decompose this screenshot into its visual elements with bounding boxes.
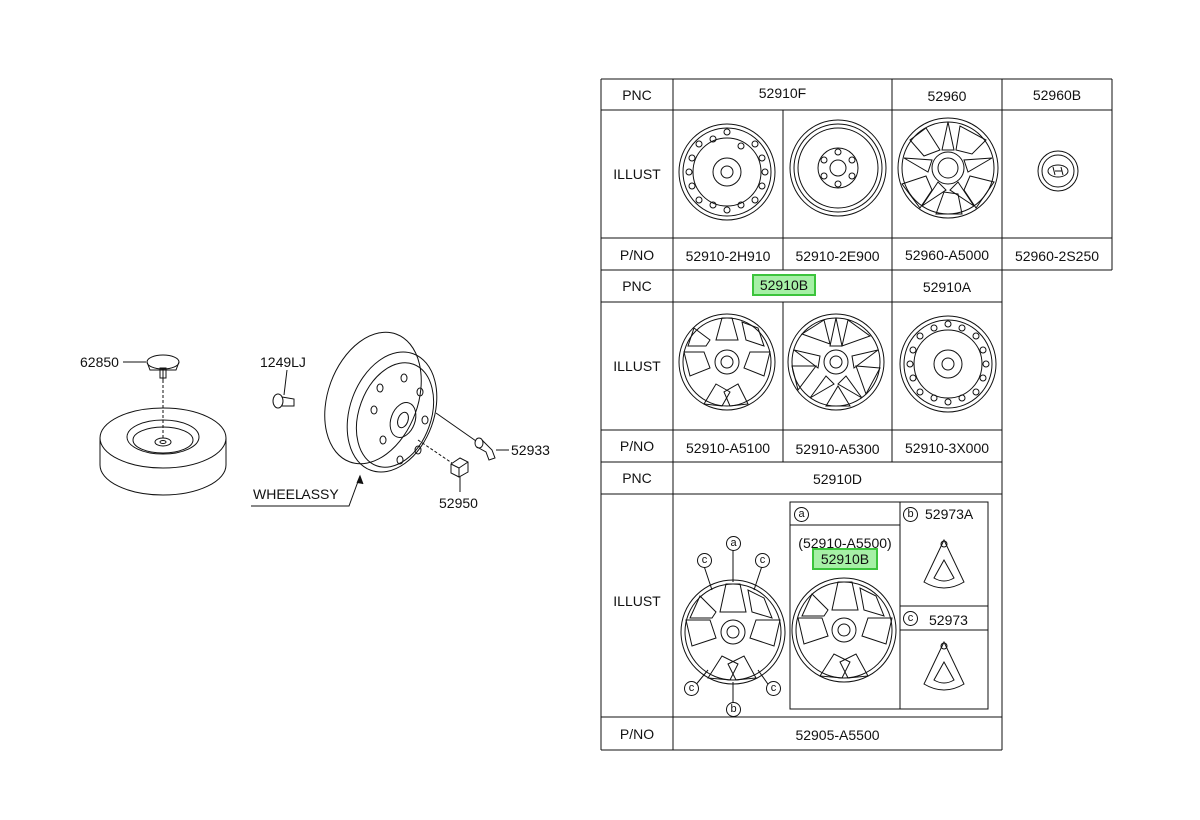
marker-c-top-right: c (755, 553, 770, 568)
callout-62850: 62850 (80, 354, 119, 370)
row-label-pnc-2: PNC (622, 278, 652, 294)
pnc-52960b[interactable]: 52960B (1032, 87, 1082, 103)
inner-label-a: a (794, 507, 809, 522)
callout-wheel-assy: WHEEL ASSY (253, 486, 339, 502)
balance-weight-52973 (923, 640, 965, 691)
wheel-illust-a5500-inner (791, 577, 897, 683)
pno-52910-a5100[interactable]: 52910-A5100 (685, 440, 771, 456)
row-label-pnc-1: PNC (622, 87, 652, 103)
callout-52933: 52933 (511, 442, 550, 458)
pno-52905-a5500[interactable]: 52905-A5500 (795, 727, 880, 743)
nut-drawing (417, 439, 469, 492)
valve-drawing (435, 412, 509, 461)
center-cap-illust-2s250 (1037, 150, 1079, 192)
pnc-52910f[interactable]: 52910F (758, 85, 807, 101)
wheel-illust-3x000 (899, 315, 997, 413)
row-label-illust-1: ILLUST (613, 166, 661, 182)
wheel-illust-a5100 (678, 313, 776, 411)
wheel-cover-illust-a5000 (897, 117, 999, 219)
callout-52950: 52950 (439, 495, 478, 511)
row-label-pno-3: P/NO (619, 726, 655, 742)
pnc-52910b-highlight[interactable]: 52910B (752, 274, 816, 296)
pno-52910-2h910[interactable]: 52910-2H910 (685, 248, 771, 264)
spare-tire-drawing (99, 380, 227, 496)
marker-c-bottom-right: c (766, 681, 781, 696)
pno-52910-2e900[interactable]: 52910-2E900 (795, 248, 880, 264)
row-label-pno-2: P/NO (619, 438, 655, 454)
wheel-assy-drawing (324, 331, 438, 473)
inner-part-52973a[interactable]: 52973A (925, 506, 974, 522)
pno-52960-2s250[interactable]: 52960-2S250 (1014, 248, 1100, 264)
pno-52960-a5000[interactable]: 52960-A5000 (904, 247, 990, 263)
inner-label-c: c (903, 611, 918, 626)
marker-a: a (726, 536, 741, 551)
row-label-pnc-3: PNC (622, 470, 652, 486)
inner-pnc-52910b-highlight[interactable]: 52910B (812, 548, 878, 570)
row-label-illust-2: ILLUST (613, 358, 661, 374)
callout-1249lj: 1249LJ (260, 354, 306, 370)
balance-weight-52973a (923, 538, 965, 589)
pnc-52960[interactable]: 52960 (927, 88, 967, 104)
row-label-pno-1: P/NO (619, 247, 655, 263)
pno-52910-a5300[interactable]: 52910-A5300 (795, 441, 880, 457)
inner-part-a5500[interactable]: (52910-A5500) (798, 535, 892, 551)
wheel-exploded-diagram (99, 331, 509, 507)
pno-52910-3x000[interactable]: 52910-3X000 (904, 440, 990, 456)
marker-c-top-left: c (697, 553, 712, 568)
inner-label-b: b (903, 507, 918, 522)
wheel-illust-a5500-main (680, 579, 786, 685)
pnc-52910d[interactable]: 52910D (812, 471, 863, 487)
bolt-drawing (272, 369, 295, 409)
inner-part-52973[interactable]: 52973 (929, 612, 968, 628)
wheel-illust-2h910 (678, 123, 776, 221)
wheel-illust-2e900 (789, 119, 887, 217)
pnc-52910a[interactable]: 52910A (922, 279, 972, 295)
marker-c-bottom-left: c (684, 681, 699, 696)
marker-b: b (726, 702, 741, 717)
row-label-illust-3: ILLUST (613, 593, 661, 609)
spare-cover-drawing (146, 354, 180, 380)
wheel-illust-a5300 (787, 313, 885, 411)
